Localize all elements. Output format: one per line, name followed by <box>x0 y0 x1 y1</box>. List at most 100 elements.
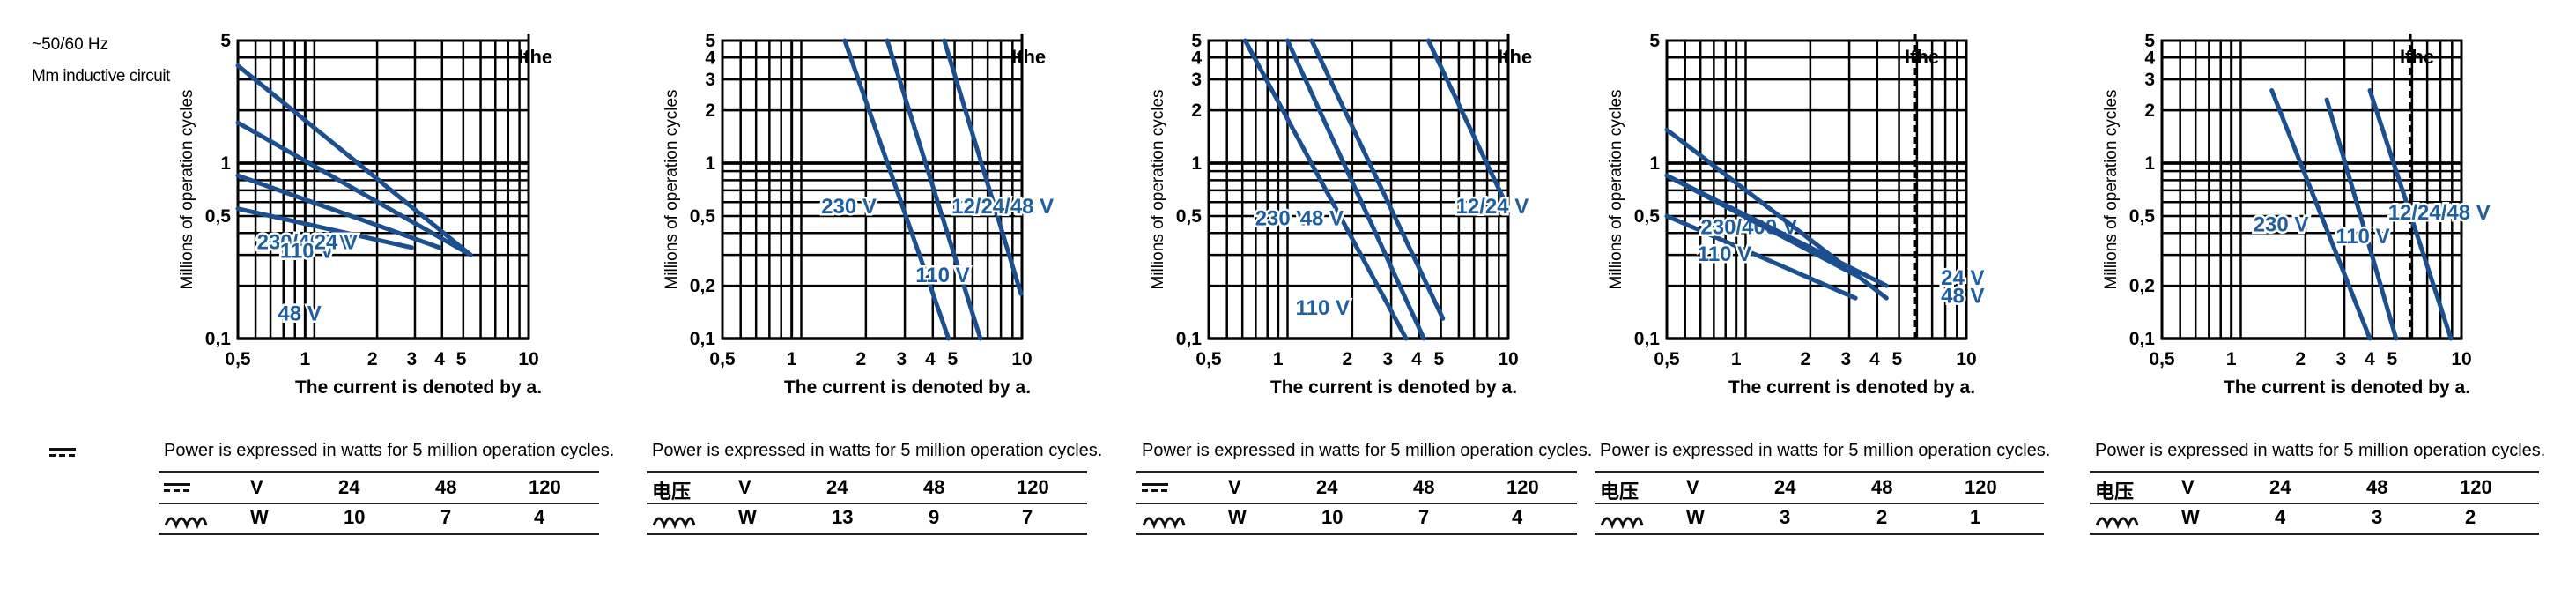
x-tick-label: 0,5 <box>709 349 736 369</box>
x-tick-label: 2 <box>1800 349 1810 369</box>
voltage-value: 120 <box>529 476 561 498</box>
table-rule <box>647 471 1087 473</box>
y-tick-label: 1 <box>2144 153 2155 174</box>
series-line <box>942 38 1024 296</box>
series-line <box>1242 38 1409 341</box>
y-tick-label: 3 <box>1191 70 1202 90</box>
y-tick-label: 2 <box>1191 101 1202 121</box>
table-rule <box>2090 471 2539 473</box>
y-tick-label: 1 <box>1191 153 1202 174</box>
power-value: 10 <box>1321 506 1344 528</box>
power-table-5: Power is expressed in watts for 5 millio… <box>2090 441 2545 538</box>
y-tick-label: 5 <box>1191 31 1202 51</box>
x-tick-label: 1 <box>787 349 797 369</box>
power-value: 4 <box>2275 506 2286 528</box>
circuit-note: Mm inductive circuit <box>32 67 170 86</box>
x-tick-label: 2 <box>2295 349 2306 369</box>
dc-symbol-icon <box>49 446 76 458</box>
voltage-value: 48 <box>1413 476 1435 498</box>
y-axis-label: Millions of operation cycles <box>2102 89 2121 289</box>
x-tick-label: 0,5 <box>2149 349 2175 369</box>
power-value: 3 <box>1780 506 1791 528</box>
table-rule <box>159 503 599 504</box>
y-tick-label: 5 <box>2144 31 2155 51</box>
y-tick-label: 0,2 <box>2129 276 2155 296</box>
series-label: 230 V <box>1255 207 1311 231</box>
series-label: 24 V <box>1941 266 1984 290</box>
y-tick-label: 3 <box>2144 70 2155 90</box>
unit-power: W <box>1228 506 1247 528</box>
series-line <box>1664 213 1858 301</box>
power-value: 9 <box>929 506 940 528</box>
unit-power: W <box>738 506 757 528</box>
series-line <box>235 173 442 250</box>
x-tick-label: 3 <box>2336 349 2347 369</box>
x-tick-label: 5 <box>2387 349 2397 369</box>
voltage-value: 120 <box>1017 476 1049 498</box>
x-tick-label: 0,5 <box>225 349 251 369</box>
series-line <box>2324 97 2399 341</box>
x-tick-label: 5 <box>456 349 467 369</box>
table-caption: Power is expressed in watts for 5 millio… <box>652 441 1103 460</box>
frequency-note: ~50/60 Hz <box>32 35 109 54</box>
unit-voltage: V <box>2181 476 2195 498</box>
power-table-2: Power is expressed in watts for 5 millio… <box>647 441 1102 538</box>
coil-icon <box>164 517 208 529</box>
table-caption: Power is expressed in watts for 5 millio… <box>1142 441 1593 460</box>
x-tick-label: 3 <box>1841 349 1852 369</box>
series-label: 230 V <box>2254 212 2309 236</box>
ithe-label: Ithe <box>2400 46 2434 68</box>
x-tick-label: 5 <box>1891 349 1902 369</box>
power-value: 7 <box>1022 506 1033 528</box>
dc-symbol-icon <box>164 481 190 494</box>
voltage-value: 24 <box>826 476 848 498</box>
x-axis-label: The current is denoted by a. <box>1270 377 1517 398</box>
voltage-value: 48 <box>2366 476 2388 498</box>
y-axis-label: Millions of operation cycles <box>1149 89 1167 289</box>
series-line <box>1664 127 1889 301</box>
series-line <box>2367 87 2454 341</box>
y-tick-label: 0,1 <box>690 329 716 349</box>
coil-icon <box>1600 517 1644 529</box>
y-axis-label: Millions of operation cycles <box>663 89 681 289</box>
x-tick-label: 3 <box>407 349 418 369</box>
x-tick-label: 3 <box>1383 349 1394 369</box>
y-tick-label: 0,5 <box>2129 206 2156 227</box>
x-tick-label: 4 <box>2365 349 2375 369</box>
coil-icon <box>2095 517 2139 529</box>
unit-power: W <box>2181 506 2200 528</box>
y-tick-label: 5 <box>220 31 231 51</box>
y-tick-label: 0,5 <box>205 206 232 227</box>
unit-power: W <box>1686 506 1705 528</box>
x-tick-label: 4 <box>1869 349 1880 369</box>
power-value: 2 <box>1876 506 1888 528</box>
table-caption: Power is expressed in watts for 5 millio… <box>2095 441 2546 460</box>
table-rule <box>1136 503 1577 504</box>
x-tick-label: 1 <box>300 349 311 369</box>
y-tick-label: 3 <box>705 70 715 90</box>
series-line <box>235 63 473 257</box>
x-tick-label: 1 <box>2226 349 2237 369</box>
y-tick-label: 0,5 <box>1176 206 1203 227</box>
power-table-4: Power is expressed in watts for 5 millio… <box>1595 441 2050 538</box>
series-label: 110 V <box>2335 225 2389 249</box>
y-tick-label: 4 <box>705 48 715 68</box>
y-tick-label: 0,1 <box>1176 329 1203 349</box>
power-value: 1 <box>1970 506 1981 528</box>
series-label: 110 V <box>1296 296 1350 320</box>
voltage-value: 120 <box>1506 476 1539 498</box>
x-tick-label: 10 <box>518 349 538 369</box>
unit-power: W <box>250 506 269 528</box>
x-tick-label: 4 <box>1411 349 1422 369</box>
table-rule <box>159 533 599 535</box>
voltage-value: 120 <box>2460 476 2492 498</box>
series-line <box>1309 38 1446 321</box>
y-tick-label: 4 <box>1191 48 1202 68</box>
unit-voltage: V <box>1228 476 1241 498</box>
series-label: 48 V <box>1300 207 1344 231</box>
table-caption: Power is expressed in watts for 5 millio… <box>1600 441 2051 460</box>
series-line <box>842 38 951 341</box>
